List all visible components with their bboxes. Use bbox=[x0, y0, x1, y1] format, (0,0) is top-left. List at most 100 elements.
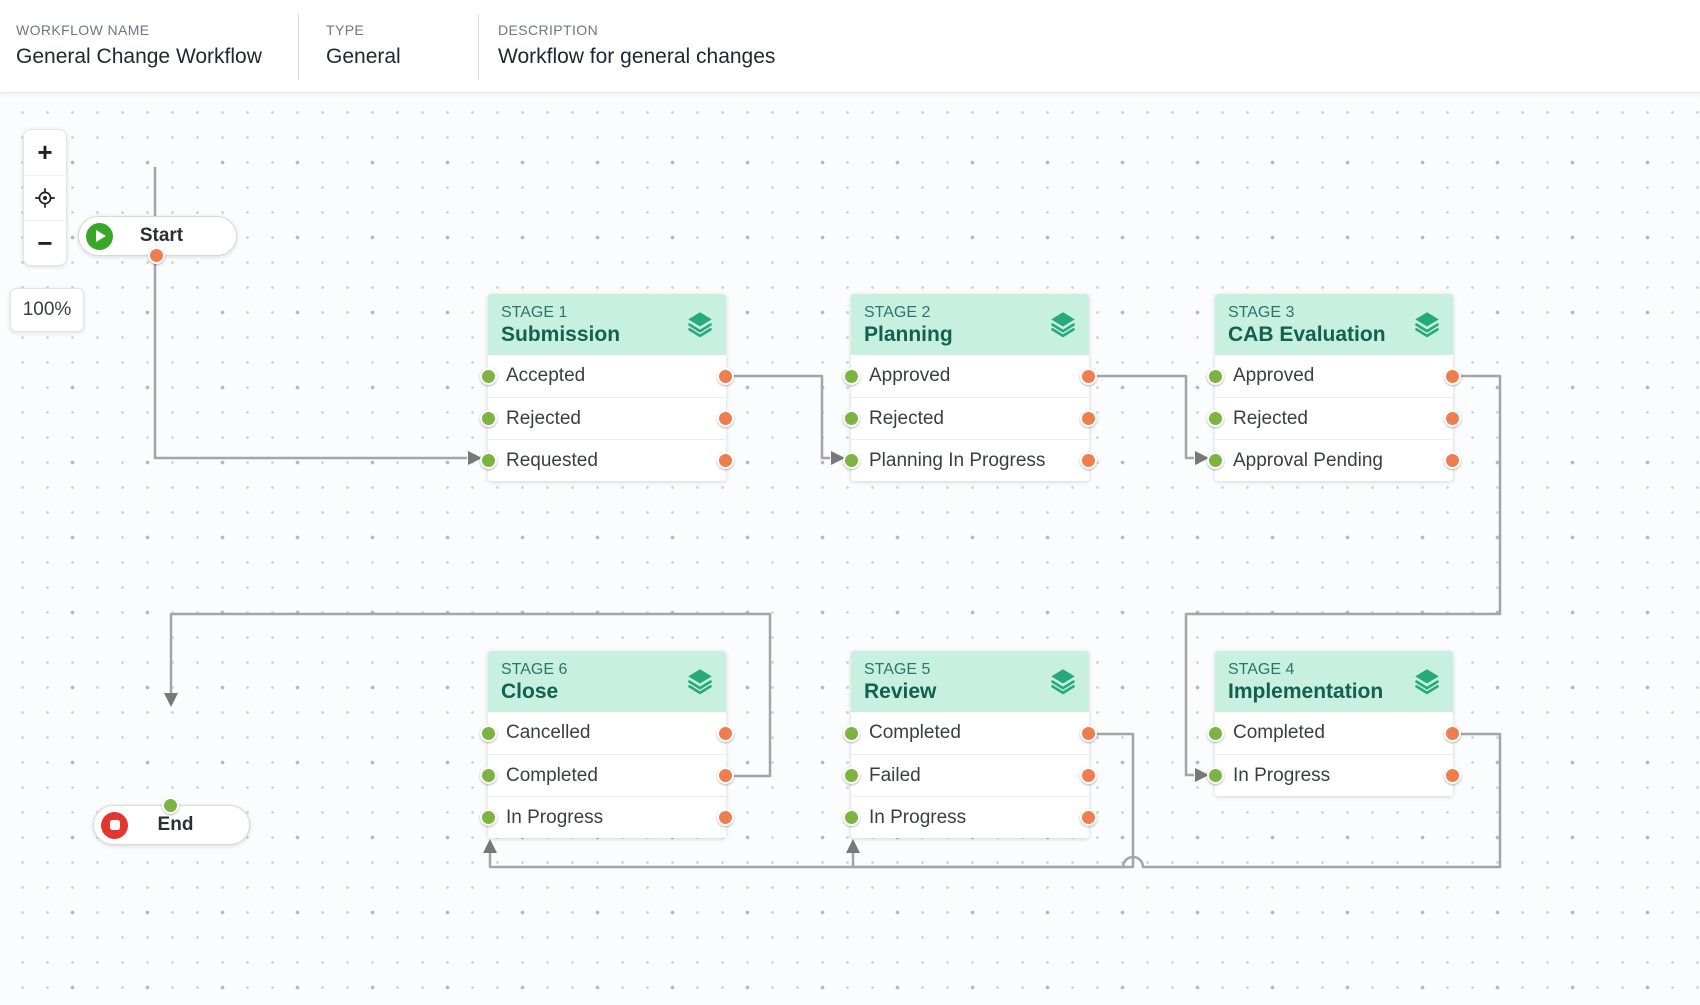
output-port[interactable] bbox=[1444, 724, 1461, 742]
layers-icon bbox=[1412, 309, 1442, 339]
layers-icon bbox=[685, 309, 715, 339]
status-row-in-progress[interactable]: In Progress bbox=[843, 796, 1097, 838]
layers-icon bbox=[685, 666, 715, 696]
workflow-type-value: General bbox=[326, 45, 401, 68]
workflow-description-value: Workflow for general changes bbox=[498, 45, 776, 68]
status-label: Planning In Progress bbox=[869, 449, 1046, 471]
input-port[interactable] bbox=[480, 367, 497, 385]
status-row-approved[interactable]: Approved bbox=[1207, 355, 1461, 397]
output-port[interactable] bbox=[717, 809, 734, 826]
arrowhead-icon bbox=[846, 839, 860, 853]
zoom-level-indicator: 100% bbox=[10, 288, 84, 332]
input-port[interactable] bbox=[843, 452, 860, 469]
output-port[interactable] bbox=[1444, 452, 1461, 469]
connector-start-to-stage-1[interactable] bbox=[153, 167, 467, 460]
start-node[interactable]: Start bbox=[78, 216, 237, 264]
output-port[interactable] bbox=[1444, 410, 1461, 427]
status-row-completed[interactable]: Completed bbox=[480, 754, 734, 796]
output-port[interactable] bbox=[1080, 452, 1097, 469]
status-row-failed[interactable]: Failed bbox=[843, 754, 1097, 796]
status-row-approved[interactable]: Approved bbox=[843, 355, 1097, 397]
input-port[interactable] bbox=[1207, 724, 1224, 742]
input-port[interactable] bbox=[480, 452, 497, 469]
connector-stage-1:Accepted-to-stage-2[interactable] bbox=[728, 374, 830, 460]
output-port[interactable] bbox=[717, 724, 734, 742]
zoom-out-button[interactable]: − bbox=[24, 220, 66, 265]
input-port[interactable] bbox=[843, 410, 860, 427]
input-port[interactable] bbox=[480, 410, 497, 427]
output-port[interactable] bbox=[717, 452, 734, 469]
status-label: Completed bbox=[869, 722, 961, 743]
status-label: Cancelled bbox=[506, 722, 591, 743]
status-label: Accepted bbox=[506, 365, 586, 386]
status-label: Completed bbox=[1233, 722, 1325, 743]
input-port[interactable] bbox=[480, 767, 497, 784]
status-label: Rejected bbox=[506, 407, 581, 429]
status-row-approval-pending[interactable]: Approval Pending bbox=[1207, 439, 1461, 481]
status-row-planning-in-progress[interactable]: Planning In Progress bbox=[843, 439, 1097, 481]
status-row-in-progress[interactable]: In Progress bbox=[480, 796, 734, 838]
status-row-requested[interactable]: Requested bbox=[480, 439, 734, 481]
status-label: Rejected bbox=[1233, 407, 1308, 429]
input-port[interactable] bbox=[843, 724, 860, 742]
input-port[interactable] bbox=[1207, 767, 1224, 784]
header-divider bbox=[298, 14, 299, 80]
output-port[interactable] bbox=[1444, 767, 1461, 784]
status-row-cancelled[interactable]: Cancelled bbox=[480, 712, 734, 754]
workflow-name-label: WORKFLOW NAME bbox=[16, 22, 150, 38]
workflow-name-value: General Change Workflow bbox=[16, 45, 262, 68]
workflow-header: WORKFLOW NAME General Change Workflow TY… bbox=[0, 0, 1700, 93]
status-row-rejected[interactable]: Rejected bbox=[480, 397, 734, 439]
output-port[interactable] bbox=[1080, 767, 1097, 784]
arrowhead-icon bbox=[164, 693, 178, 707]
arrowhead-icon bbox=[483, 839, 497, 853]
stage-number-label: STAGE 2 bbox=[864, 304, 931, 321]
input-port[interactable] bbox=[1207, 410, 1224, 427]
zoom-in-button[interactable]: + bbox=[24, 130, 66, 175]
workflow-type-field: TYPE General bbox=[299, 0, 478, 92]
end-input-port[interactable] bbox=[161, 797, 179, 814]
header-divider bbox=[478, 14, 479, 80]
output-port[interactable] bbox=[1080, 724, 1097, 742]
end-node[interactable]: End bbox=[93, 797, 250, 845]
input-port[interactable] bbox=[843, 809, 860, 826]
end-node-label: End bbox=[157, 814, 194, 835]
status-label: Approved bbox=[1233, 365, 1315, 386]
output-port[interactable] bbox=[1080, 809, 1097, 826]
workflow-description-field: DESCRIPTION Workflow for general changes bbox=[479, 0, 1700, 92]
input-port[interactable] bbox=[480, 809, 497, 826]
start-output-port[interactable] bbox=[147, 247, 165, 264]
input-port[interactable] bbox=[843, 367, 860, 385]
status-row-accepted[interactable]: Accepted bbox=[480, 355, 734, 397]
input-port[interactable] bbox=[1207, 367, 1224, 385]
output-port[interactable] bbox=[1080, 367, 1097, 385]
layers-icon bbox=[1048, 309, 1078, 339]
connector-stage-2:Approved-to-stage-3[interactable] bbox=[1091, 374, 1194, 460]
output-port[interactable] bbox=[1444, 367, 1461, 385]
input-port[interactable] bbox=[843, 767, 860, 784]
output-port[interactable] bbox=[717, 367, 734, 385]
status-label: Rejected bbox=[869, 407, 944, 429]
input-port[interactable] bbox=[480, 724, 497, 742]
input-port[interactable] bbox=[1207, 452, 1224, 469]
status-row-completed[interactable]: Completed bbox=[1207, 712, 1461, 754]
fit-to-screen-button[interactable] bbox=[24, 175, 66, 220]
stage-number-label: STAGE 1 bbox=[501, 304, 568, 321]
output-port[interactable] bbox=[1080, 410, 1097, 427]
status-row-in-progress[interactable]: In Progress bbox=[1207, 754, 1461, 796]
workflow-canvas[interactable]: + − 100% Start bbox=[0, 92, 1700, 1005]
status-row-completed[interactable]: Completed bbox=[843, 712, 1097, 754]
workflow-description-label: DESCRIPTION bbox=[498, 22, 599, 38]
status-label: Approved bbox=[869, 365, 951, 386]
output-port[interactable] bbox=[717, 767, 734, 784]
output-port[interactable] bbox=[717, 410, 734, 427]
status-row-rejected[interactable]: Rejected bbox=[1207, 397, 1461, 439]
status-row-rejected[interactable]: Rejected bbox=[843, 397, 1097, 439]
crosshair-icon bbox=[34, 187, 56, 209]
